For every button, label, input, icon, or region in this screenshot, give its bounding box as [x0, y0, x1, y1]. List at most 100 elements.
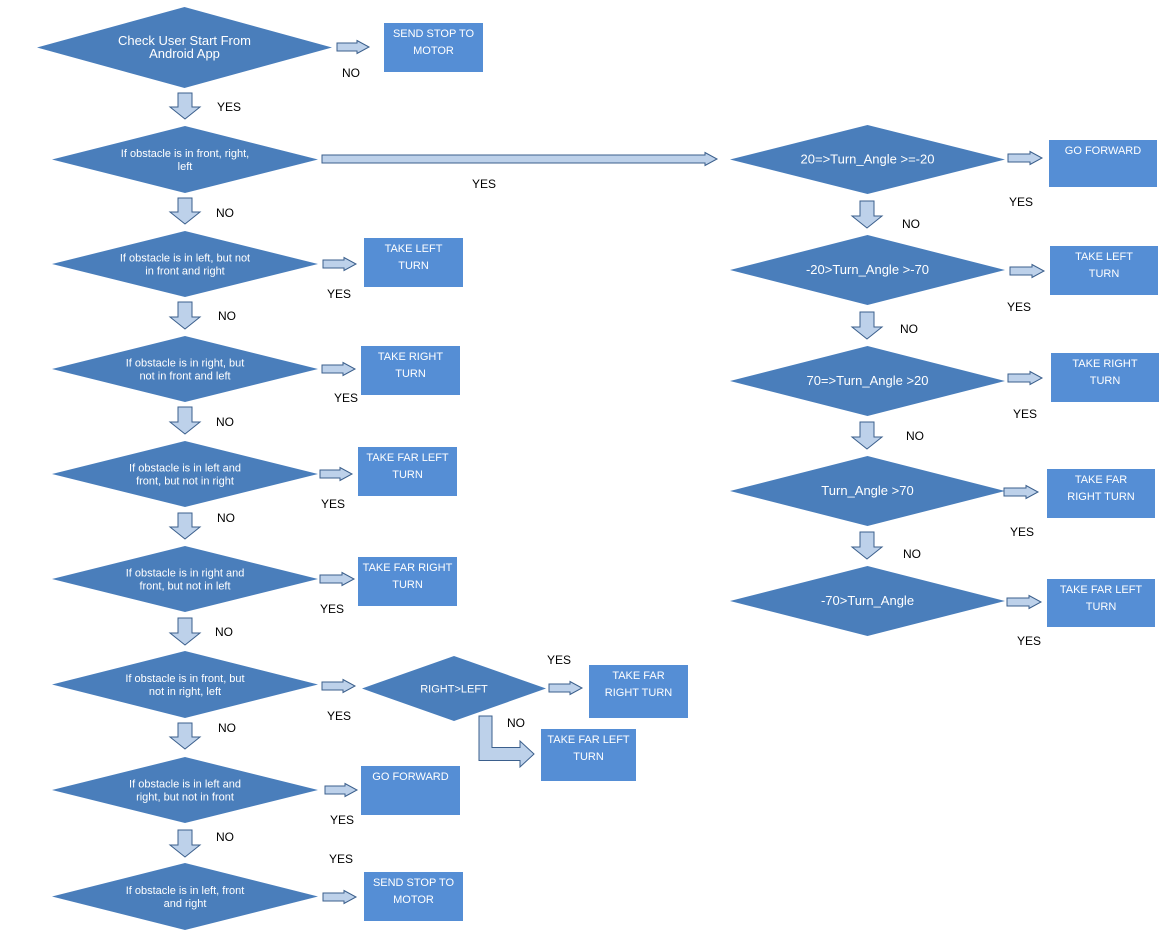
- action-b6b-line-1: TAKE FAR LEFT: [547, 734, 630, 746]
- label-d4-no: NO: [217, 511, 235, 525]
- label-a4-no: NO: [903, 547, 921, 561]
- arrow-main-down-2: [168, 197, 202, 225]
- label-a1-no: NO: [902, 217, 920, 231]
- action-ba5-line-2: TURN: [1086, 601, 1117, 613]
- label-a3-no: NO: [906, 429, 924, 443]
- action-box: [589, 665, 688, 718]
- arrow-d3-yes: [321, 361, 357, 377]
- arrow-angle-down-1: [850, 200, 884, 229]
- flowchart-labels: NO YES YES NO YES NO YES NO YES NO YES NO YES YES NO NO…: [215, 66, 1041, 866]
- label-a3-yes: YES: [1013, 407, 1037, 421]
- decision-a3-text-line-1: 70=>Turn_Angle >20: [806, 373, 928, 388]
- decision-d2-text-line-1: If obstacle is in left, but not: [120, 253, 250, 265]
- decision-rl-text-line-1: RIGHT>LEFT: [420, 684, 488, 696]
- arrow-d6-yes: [321, 678, 357, 694]
- label-start-no: NO: [342, 66, 360, 80]
- arrow-main-down-3: [168, 301, 202, 330]
- decision-shape: [37, 7, 332, 88]
- arrow-main-down-5: [168, 512, 202, 540]
- action-box: [1047, 579, 1155, 627]
- decision-start-text-line-2: Android App: [149, 46, 220, 61]
- label-d1-no: NO: [216, 206, 234, 220]
- action-b8-line-2: MOTOR: [393, 894, 434, 906]
- action-box: [541, 729, 636, 781]
- action-box: [1047, 469, 1155, 518]
- action-b0: SEND STOP TO MOTOR: [384, 23, 483, 72]
- label-start-yes: YES: [217, 100, 241, 114]
- decision-shape: [730, 456, 1005, 526]
- arrow-d2-yes: [322, 256, 358, 272]
- action-b7: GO FORWARD: [361, 766, 460, 815]
- decision-shape: [730, 125, 1005, 194]
- action-ba1: GO FORWARD: [1049, 140, 1157, 187]
- arrow-rl-no: [478, 715, 535, 769]
- action-b2-line-2: TURN: [398, 260, 429, 272]
- decision-a2-text-line-1: -20>Turn_Angle >-70: [806, 262, 929, 277]
- decision-shape: [52, 546, 318, 612]
- label-d2-no: NO: [218, 309, 236, 323]
- label-d8-yes: YES: [329, 852, 353, 866]
- action-b5-line-2: TURN: [392, 579, 423, 591]
- action-box: [1049, 140, 1157, 187]
- arrow-d4-yes: [319, 466, 354, 482]
- label-a1-yes: YES: [1009, 195, 1033, 209]
- action-ba2-line-2: TURN: [1089, 268, 1120, 280]
- arrow-main-down-8: [168, 829, 202, 858]
- label-d4-yes: YES: [321, 497, 345, 511]
- action-ba2: TAKE LEFT TURN: [1050, 246, 1158, 295]
- action-ba1-line-1: GO FORWARD: [1065, 145, 1141, 157]
- decision-a5-text-line-1: -70>Turn_Angle: [821, 593, 914, 608]
- decision-d6-text-line-1: If obstacle is in front, but: [125, 673, 244, 685]
- label-rl-yes: YES: [547, 653, 571, 667]
- label-d6-no: NO: [218, 721, 236, 735]
- arrow-main-down-7: [168, 722, 202, 750]
- action-box: [364, 238, 463, 287]
- arrow-d8-yes: [322, 889, 358, 905]
- decision-shape: [362, 656, 546, 721]
- label-d6-yes: YES: [327, 709, 351, 723]
- decision-start-text-line-1: Check User Start From: [118, 33, 251, 48]
- decision-d3-text-line-1: If obstacle is in right, but: [126, 358, 245, 370]
- arrow-a4-yes: [1003, 484, 1040, 500]
- action-b0-line-2: MOTOR: [413, 45, 454, 57]
- arrow-main-down-6: [168, 617, 202, 646]
- arrow-d7-yes: [324, 782, 359, 798]
- decision-shape: [730, 566, 1005, 636]
- label-d2-yes: YES: [327, 287, 351, 301]
- decision-a3: 70=>Turn_Angle >20: [730, 346, 1005, 416]
- decision-a4-text-line-1: Turn_Angle >70: [821, 483, 913, 498]
- action-box: [358, 557, 457, 606]
- arrow-a5-yes: [1006, 594, 1043, 610]
- decision-a1-text-line-1: 20=>Turn_Angle >=-20: [801, 152, 935, 167]
- action-b6b-line-2: TURN: [573, 751, 604, 763]
- decision-d8-text-line-1: If obstacle is in left, front: [126, 885, 245, 897]
- label-d3-no: NO: [216, 415, 234, 429]
- arrow-angle-down-4: [850, 531, 884, 560]
- label-d3-yes: YES: [334, 391, 358, 405]
- action-ba4-line-1: TAKE FAR: [1075, 474, 1127, 486]
- arrow-a3-yes: [1007, 370, 1044, 386]
- decision-shape: [52, 441, 318, 507]
- action-ba2-line-1: TAKE LEFT: [1075, 251, 1133, 263]
- arrow-main-down-4: [168, 406, 202, 435]
- label-a4-yes: YES: [1010, 525, 1034, 539]
- action-b0-line-1: SEND STOP TO: [393, 28, 475, 40]
- label-rl-no: NO: [507, 716, 525, 730]
- decision-d3-text-line-2: not in front and left: [139, 371, 230, 383]
- decision-d2-text-line-2: in front and right: [145, 266, 225, 278]
- decision-d6-text-line-2: not in right, left: [149, 686, 221, 698]
- action-box: [364, 872, 463, 921]
